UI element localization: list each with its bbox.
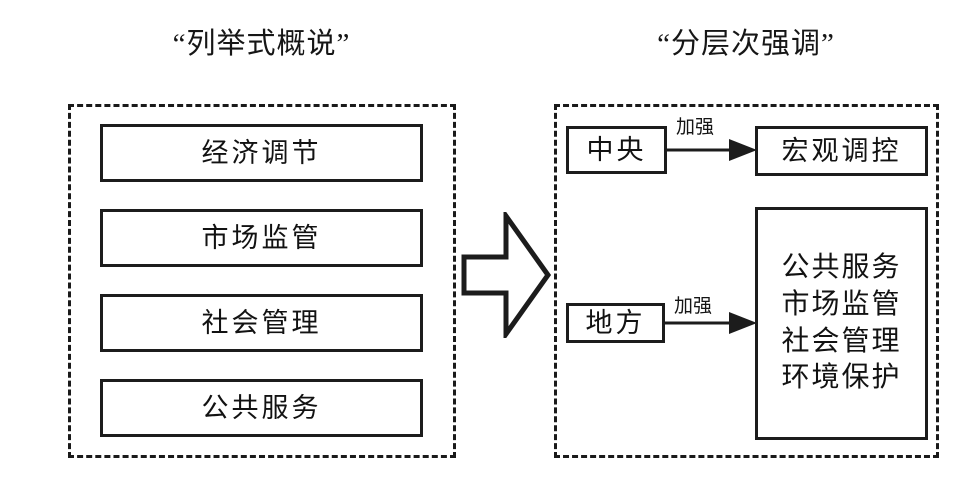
node-label: 市场监管 [201,222,322,253]
node-label: 公共服务 [201,392,322,423]
node-box-economic-regulation[interactable]: 经济调节 [100,124,423,182]
left-panel-title: “列举式概说” [172,28,351,60]
node-box-local-duties[interactable]: 公共服务 市场监管 社会管理 环境保护 [755,207,928,440]
right-dashed-group [554,104,939,458]
right-panel-title: “分层次强调” [657,28,835,60]
left-dashed-group [68,104,456,458]
node-box-central-government[interactable]: 中央 [566,126,667,174]
node-label: 宏观调控 [781,135,902,166]
connector-label-local: 加强 [674,296,713,317]
node-label: 地方 [585,307,646,338]
node-label: 公共服务 市场监管 社会管理 环境保护 [781,251,902,394]
node-label: 社会管理 [201,307,322,338]
node-label: 中央 [586,134,647,165]
node-box-local-government[interactable]: 地方 [566,303,665,343]
node-box-public-service[interactable]: 公共服务 [100,379,423,437]
arrow-local-to-duties-icon [665,312,757,334]
node-box-macro-control[interactable]: 宏观调控 [755,126,928,176]
right-block-arrow-icon [461,212,552,338]
node-label: 经济调节 [201,137,322,168]
arrow-central-to-macro-icon [667,139,757,161]
node-box-market-supervision[interactable]: 市场监管 [100,209,423,267]
connector-label-central: 加强 [676,117,715,138]
node-box-social-management[interactable]: 社会管理 [100,294,423,352]
